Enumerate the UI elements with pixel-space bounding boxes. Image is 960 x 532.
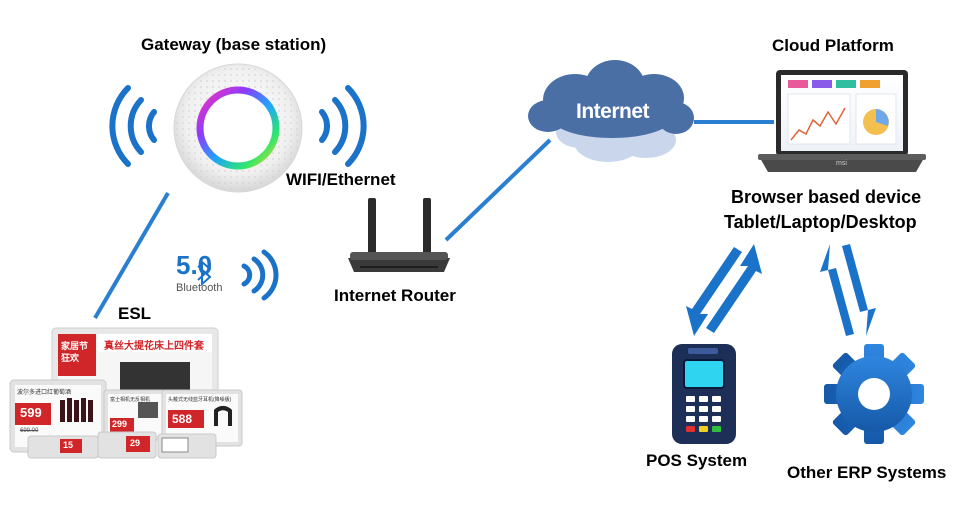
esl-big-banner: 家居节 狂欢 — [61, 341, 89, 363]
esl-tags-group — [9, 327, 243, 459]
esl-small-price-1: 15 — [63, 440, 74, 450]
pos-sync-arrows-icon — [686, 244, 762, 336]
bluetooth-word: Bluetooth — [176, 282, 223, 294]
internet-cloud-icon — [528, 60, 694, 162]
esl-label: ESL — [118, 304, 152, 323]
wifi-waves-right-icon — [319, 85, 367, 167]
gateway-label: Gateway (base station) — [141, 35, 327, 54]
esl-right-title: 头戴式无线蓝牙耳机(降噪版) — [168, 397, 232, 403]
esl-left-old-price: 699.00 — [20, 428, 39, 434]
router-label: Internet Router — [334, 286, 456, 305]
esl-left-price: 599 — [20, 405, 42, 420]
cloud-platform-label: Cloud Platform — [772, 36, 894, 55]
router-internet-link — [444, 138, 552, 242]
erp-gear-icon — [824, 344, 924, 444]
esl-mid-title: 富士相机无反相机 — [110, 397, 151, 403]
internet-label: Internet — [576, 100, 650, 123]
browser-device-label-line1: Browser based device — [731, 187, 922, 207]
esl-right-price: 588 — [172, 412, 193, 426]
browser-device-label-line2: Tablet/Laptop/Desktop — [724, 212, 917, 232]
bluetooth-icon — [197, 261, 212, 287]
pos-terminal-icon — [672, 344, 736, 444]
wifi-ethernet-label: WIFI/Ethernet — [286, 170, 396, 189]
gateway-device — [173, 63, 303, 193]
bluetooth-version: 5.0 — [176, 250, 213, 280]
bluetooth-logo — [197, 249, 279, 301]
esl-small-price-2: 29 — [130, 438, 141, 448]
laptop-device — [758, 70, 926, 172]
laptop-brand: msi — [836, 160, 847, 167]
wifi-waves-left-icon — [109, 85, 157, 167]
esl-gateway-link — [93, 191, 170, 320]
router-device — [348, 198, 450, 272]
erp-sync-arrows-icon — [820, 244, 876, 336]
erp-systems-label: Other ERP Systems — [787, 463, 947, 482]
esl-big-title: 真丝大提花床上四件套 — [104, 341, 204, 352]
esl-left-title: 波尔多进口红葡萄酒 — [17, 390, 72, 396]
esl-mid-price: 299 — [112, 419, 128, 429]
pos-system-label: POS System — [646, 451, 748, 470]
